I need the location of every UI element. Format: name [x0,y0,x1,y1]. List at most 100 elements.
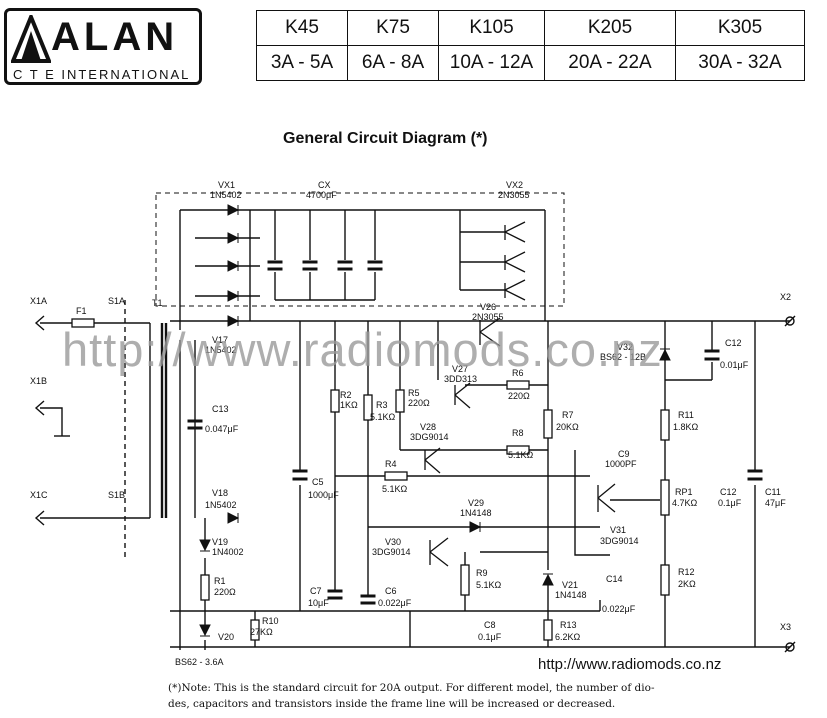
label-c11: C11 [765,487,781,497]
source-url: http://www.radiomods.co.nz [538,656,722,673]
label-v21: V21 [562,580,578,590]
label-cx-value: 4700μF [306,190,337,200]
label-r7: R7 [562,410,574,420]
label-r9: R9 [476,568,488,578]
model-current-cell: 6A - 8A [347,45,439,81]
label-r9-value: 5.1KΩ [476,580,502,590]
model-name-cell: K205 [544,10,676,46]
label-vx1-value: 1N5402 [210,190,242,200]
label-r3: R3 [376,400,388,410]
label-r12-value: 2KΩ [678,579,696,589]
label-v28: V28 [420,422,436,432]
label-x1a: X1A [30,296,47,306]
model-name-cell: K105 [438,10,545,46]
label-c6: C6 [385,586,397,596]
resistors [71,318,670,641]
label-c12a-value: 0.01μF [720,360,749,370]
model-current-cell: 20A - 22A [544,45,676,81]
terminals [34,315,796,653]
label-v29-value: 1N4148 [460,508,492,518]
label-r12: R12 [678,567,695,577]
label-r5: R5 [408,388,420,398]
label-v31: V31 [610,525,626,535]
label-r3-value: 5.1KΩ [370,412,396,422]
label-r4: R4 [385,459,397,469]
diagram-title: General Circuit Diagram (*) [283,130,488,147]
label-v26-value: 2N3055 [472,312,504,322]
label-v17-value: 1N5402 [205,345,237,355]
model-name-cell: K45 [256,10,348,46]
label-r8-value: 5.1KΩ [508,450,534,460]
label-v17: V17 [212,335,228,345]
label-t1: T1 [152,298,163,308]
label-v19: V19 [212,537,228,547]
label-c12a: C12 [725,338,742,348]
label-c12b-value: 0.1μF [718,498,742,508]
label-x1b: X1B [30,376,47,386]
model-table: K45 K75 K105 K205 K305 3A - 5A 6A - 8A 1… [256,10,805,81]
component-labels: VX1 1N5402 CX 4700μF VX2 2N3055 X1A F1 S… [30,180,791,667]
logo-word: ALAN [51,15,179,59]
model-name-cell: K305 [675,10,805,46]
label-c13: C13 [212,404,229,414]
label-c12b: C12 [720,487,737,497]
label-v21-value: 1N4148 [555,590,587,600]
label-r2: R2 [340,390,352,400]
label-c6-value: 0.022μF [378,598,412,608]
label-v20: V20 [218,632,234,642]
label-c7: C7 [310,586,322,596]
transistors [424,221,616,567]
label-r1-value: 220Ω [214,587,236,597]
label-r6: R6 [512,368,524,378]
label-cx: CX [318,180,331,190]
label-r11: R11 [678,410,694,420]
footnote: (*)Note: This is the standard circuit fo… [168,680,668,712]
label-v32-value: BS62 - 12B [600,352,646,362]
label-s1a: S1A [108,296,125,306]
label-s1b: S1B [108,490,125,500]
label-v32: V32 [617,342,633,352]
label-rp1-value: 4.7KΩ [672,498,698,508]
label-c14-value: 0.022μF [602,604,636,614]
label-c8: C8 [484,620,496,630]
label-v26: V26 [480,302,496,312]
label-v29: V29 [468,498,484,508]
logo-subtitle: C T E INTERNATIONAL [13,67,191,82]
frame-line [155,192,565,307]
label-c9: C9 [618,449,630,459]
model-current-cell: 3A - 5A [256,45,348,81]
label-c9-value: 1000PF [605,459,637,469]
components [187,204,763,637]
label-r13-value: 6.2KΩ [555,632,581,642]
label-r13: R13 [560,620,577,630]
label-r1: R1 [214,576,226,586]
label-vx2: VX2 [506,180,523,190]
label-v30: V30 [385,537,401,547]
label-v18: V18 [212,488,228,498]
label-x2: X2 [780,292,791,302]
label-r10-value: 27KΩ [250,627,273,637]
label-v18-value: 1N5402 [205,500,237,510]
label-v27-value: 3DD313 [444,374,477,384]
label-f1: F1 [76,306,87,316]
watermark-url: http://www.radiomods.co.nz [62,323,663,376]
label-c13-value: 0.047μF [205,424,239,434]
label-r8: R8 [512,428,524,438]
label-c11-value: 47μF [765,498,786,508]
label-c5-value: 1000μF [308,490,339,500]
label-v27: V27 [452,364,468,374]
label-x1c: X1C [30,490,48,500]
label-c14: C14 [606,574,623,584]
label-rp1: RP1 [675,487,693,497]
label-r5-value: 220Ω [408,398,430,408]
model-current-cell: 30A - 32A [675,45,805,81]
model-name-row: K45 K75 K105 K205 K305 [256,10,805,46]
logo-triangle-icon [11,15,51,63]
label-vx2-value: 2N3055 [498,190,530,200]
label-r7-value: 20KΩ [556,422,579,432]
label-r10: R10 [262,616,279,626]
label-c7-value: 10μF [308,598,329,608]
label-r4-value: 5.1KΩ [382,484,408,494]
label-v31-value: 3DG9014 [600,536,639,546]
